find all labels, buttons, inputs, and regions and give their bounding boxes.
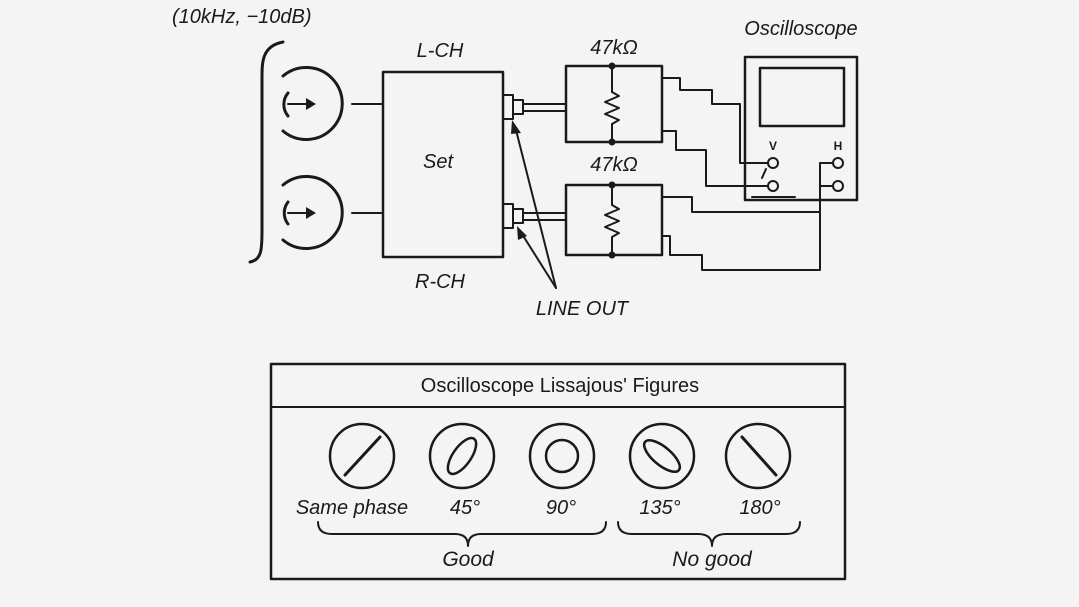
- lissajous-table-frame: [269, 362, 847, 581]
- figure-label-180: 180°: [739, 497, 780, 519]
- resistor-top: [547, 62, 664, 146]
- figure-180: [724, 422, 792, 490]
- figure-label-45: 45°: [450, 497, 480, 519]
- r-ch-label: R-CH: [415, 271, 466, 293]
- resistor-bottom: [547, 181, 664, 259]
- resistor-top-value: 47kΩ: [590, 37, 637, 59]
- head-top-arrow-icon: [306, 98, 316, 110]
- figure-label-135: 135°: [639, 497, 680, 519]
- figure-same-phase: [328, 422, 396, 490]
- v-label: V: [769, 139, 777, 153]
- h-terminal-bottom: [832, 180, 844, 192]
- h-terminal-top: [832, 157, 844, 169]
- lissajous-table: Oscilloscope Lissajous' Figures Same pha…: [269, 362, 847, 581]
- oscilloscope-title: Oscilloscope: [744, 18, 857, 40]
- wiring: [661, 77, 834, 271]
- head-top: [281, 66, 384, 141]
- v-terminal-bottom: [767, 180, 779, 192]
- line-out-pointer: [511, 120, 557, 289]
- no-good-brace: [617, 521, 801, 547]
- lissajous-title: Oscilloscope Lissajous' Figures: [421, 375, 699, 397]
- h-label: H: [834, 139, 843, 153]
- oscilloscope-screen: [758, 66, 846, 128]
- figure-135: [628, 422, 696, 490]
- oscilloscope-body: [743, 55, 859, 202]
- l-ch-label: L-CH: [417, 40, 464, 62]
- line-out-jacks: [502, 94, 549, 229]
- head-bottom-arrow-icon: [306, 207, 316, 219]
- set-label: Set: [423, 151, 454, 173]
- resistor-bottom-value: 47kΩ: [590, 154, 637, 176]
- oscilloscope: [743, 55, 859, 202]
- set-box: [381, 70, 505, 259]
- tape-bracket: [248, 40, 285, 264]
- signal-label: (10kHz, −10dB): [172, 6, 312, 28]
- good-brace: [317, 521, 607, 547]
- line-out-label: LINE OUT: [536, 298, 630, 320]
- v-terminal-top: [767, 157, 779, 169]
- figure-label-90: 90°: [546, 497, 576, 519]
- figure-90: [528, 422, 596, 490]
- good-label: Good: [442, 548, 495, 571]
- figure-label-same-phase: Same phase: [296, 497, 408, 519]
- tape-heads: [248, 40, 384, 264]
- no-good-label: No good: [672, 548, 753, 571]
- figure-45: [428, 422, 496, 490]
- head-bottom: [281, 175, 384, 250]
